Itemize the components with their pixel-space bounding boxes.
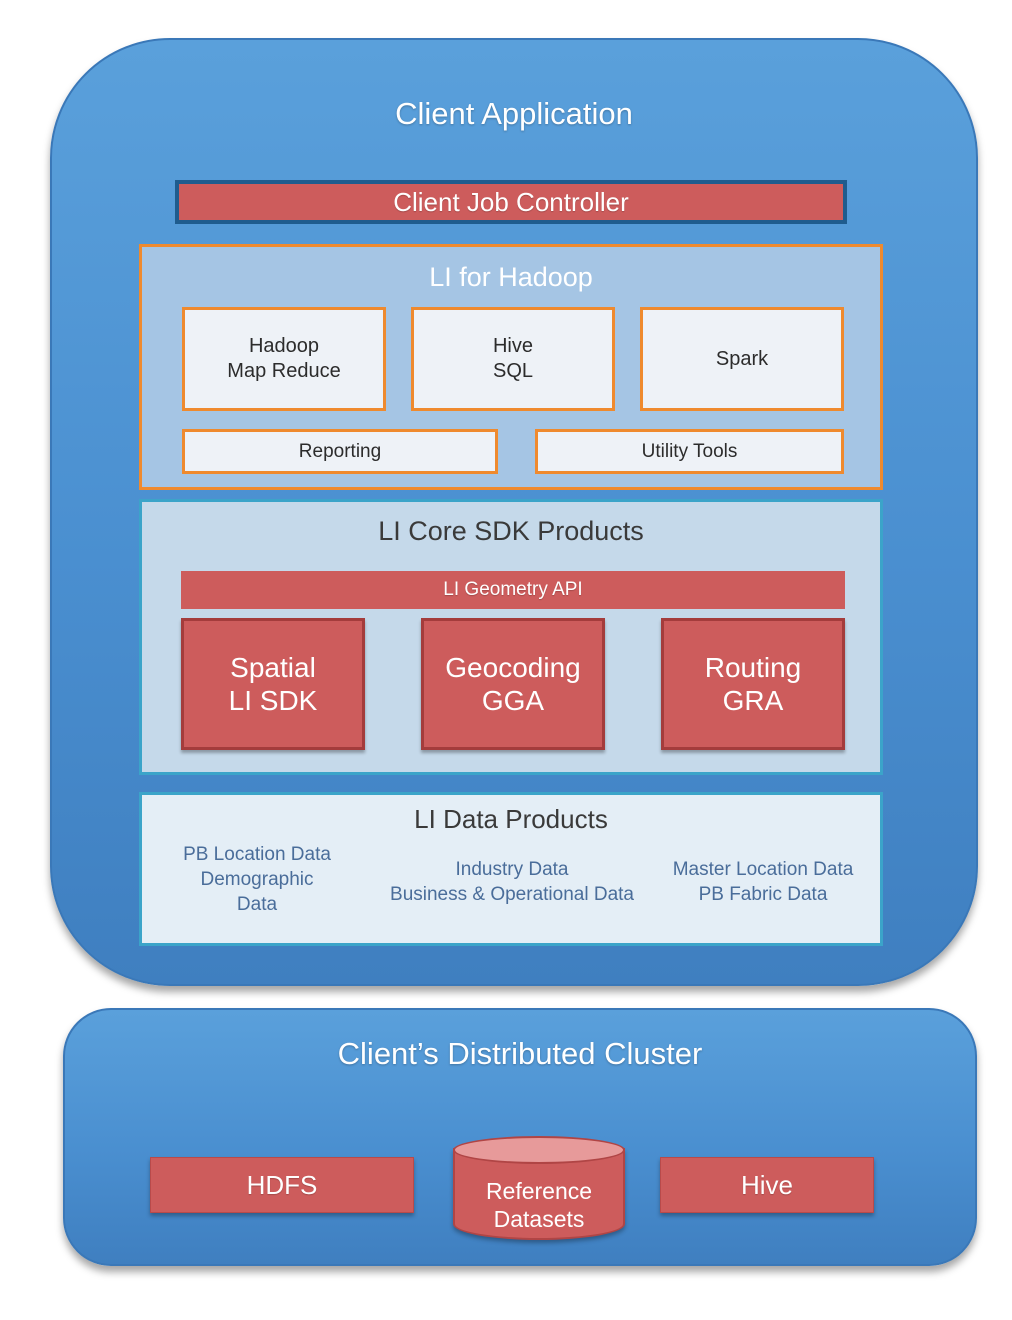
routing-gra-box: Routing GRA (661, 618, 845, 750)
hive-sql-box: Hive SQL (411, 307, 615, 411)
client-job-controller: Client Job Controller (175, 180, 847, 224)
data-group-2-line-2: Business & Operational Data (390, 884, 634, 905)
hive-sql-line-2: SQL (492, 360, 534, 382)
industry-data-group: Industry Data Business & Operational Dat… (362, 857, 662, 907)
hive-box: Hive (660, 1157, 874, 1213)
hdfs-box: HDFS (150, 1157, 414, 1213)
spatial-li-sdk-line-2: LI SDK (228, 685, 318, 716)
distributed-cluster-title: Client’s Distributed Cluster (337, 1036, 703, 1071)
li-geometry-api-bar: LI Geometry API (181, 571, 845, 609)
data-group-3-line-2: PB Fabric Data (698, 884, 828, 905)
li-for-hadoop-title: LI for Hadoop (429, 262, 593, 292)
data-group-1-line-2: Demographic (200, 869, 314, 890)
cylinder-top (453, 1136, 625, 1164)
data-group-1-line-3: Data (236, 894, 278, 915)
li-core-sdk-title: LI Core SDK Products (378, 516, 644, 546)
data-group-3-line-1: Master Location Data (672, 859, 854, 880)
hadoop-map-reduce-box: Hadoop Map Reduce (182, 307, 386, 411)
spark-box: Spark (640, 307, 844, 411)
reference-datasets-line-1: Reference (485, 1178, 593, 1204)
geocoding-gga-line-1: Geocoding (445, 652, 581, 683)
geocoding-gga-box: Geocoding GGA (421, 618, 605, 750)
data-group-2-line-1: Industry Data (455, 859, 569, 880)
data-group-1-line-1: PB Location Data (183, 844, 331, 865)
reference-datasets-label: Reference Datasets (453, 1177, 625, 1233)
reporting-bar: Reporting (182, 429, 498, 474)
spatial-li-sdk-box: Spatial LI SDK (181, 618, 365, 750)
hadoop-map-reduce-line-1: Hadoop (248, 335, 320, 357)
master-location-data-group: Master Location Data PB Fabric Data (652, 857, 874, 907)
hadoop-map-reduce-line-2: Map Reduce (227, 360, 341, 382)
geocoding-gga-line-2: GGA (481, 685, 545, 716)
li-data-products-section (139, 792, 883, 946)
routing-gra-line-2: GRA (722, 685, 784, 716)
spatial-li-sdk-line-1: Spatial (230, 652, 316, 683)
hive-sql-line-1: Hive (492, 335, 533, 357)
spark-label: Spark (715, 347, 769, 370)
routing-gra-line-1: Routing (704, 652, 802, 683)
li-data-products-title: LI Data Products (414, 804, 608, 834)
client-application-title: Client Application (395, 96, 633, 131)
reference-datasets-line-2: Datasets (493, 1206, 585, 1232)
pb-location-data-group: PB Location Data Demographic Data (152, 842, 362, 917)
utility-tools-bar: Utility Tools (535, 429, 844, 474)
